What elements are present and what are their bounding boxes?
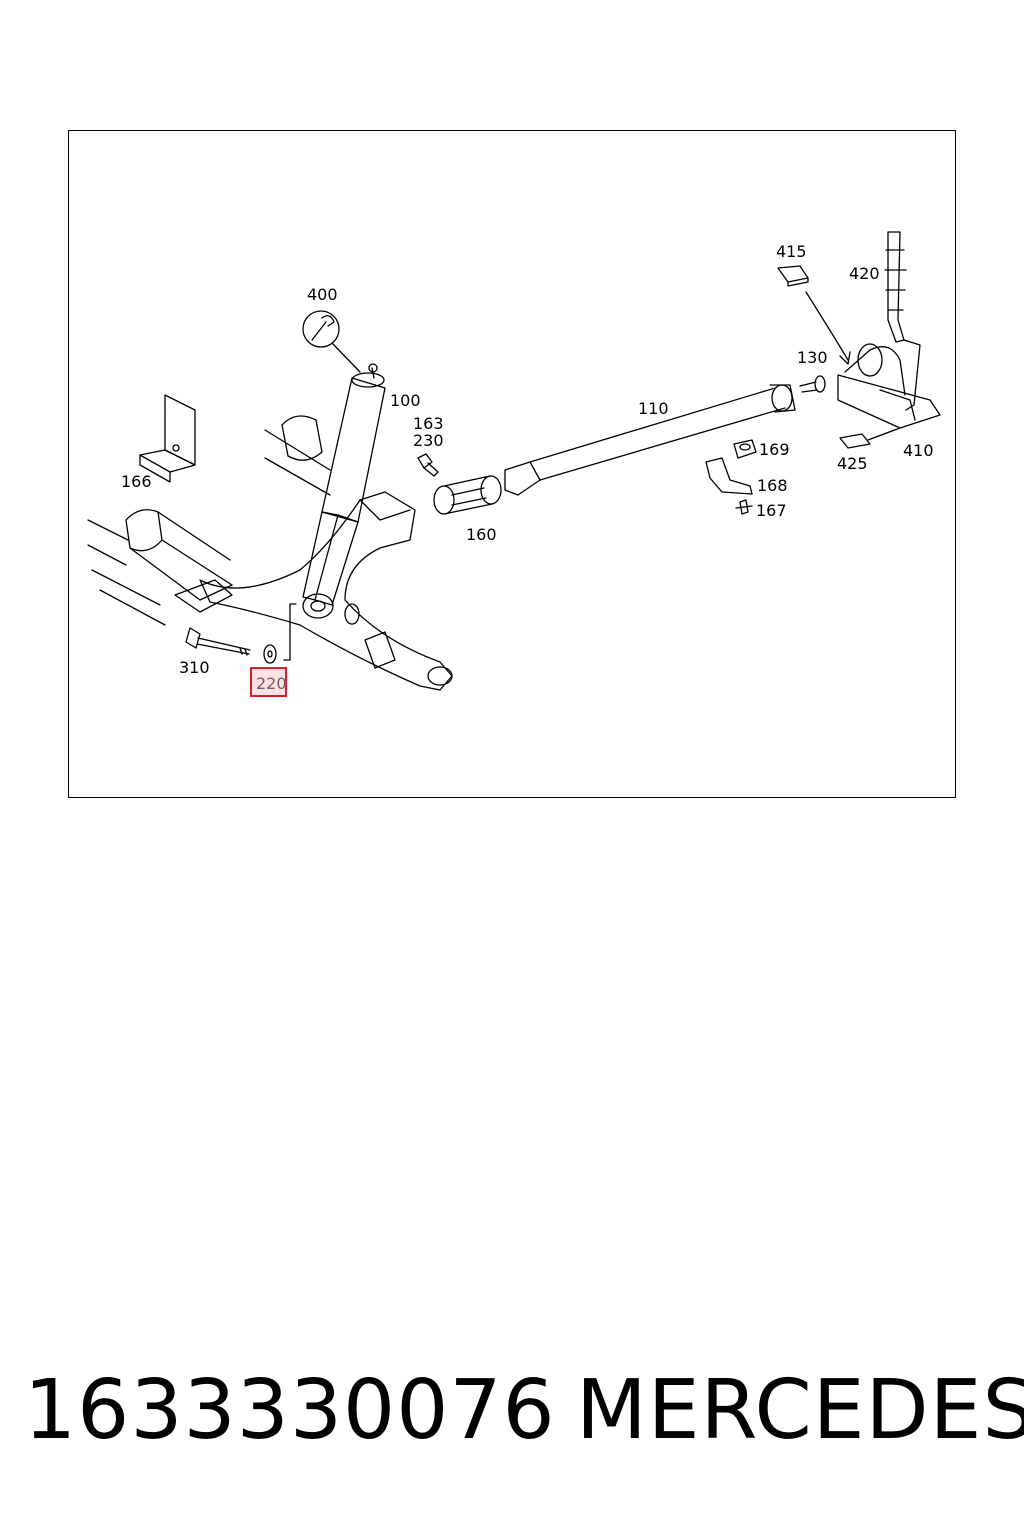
rivet-167	[735, 499, 753, 515]
washer-220	[263, 603, 297, 664]
bolt-130	[799, 375, 826, 393]
bolt-310	[185, 627, 251, 656]
wrench-symbol-400	[302, 310, 361, 373]
callout-400: 400	[307, 285, 338, 304]
callout-169: 169	[759, 440, 790, 459]
jack-spindle-420	[884, 231, 921, 411]
plate-425	[839, 427, 901, 449]
control-arm	[174, 491, 453, 691]
nut-169	[733, 439, 757, 459]
callout-110: 110	[638, 399, 669, 418]
callout-167: 167	[756, 501, 787, 520]
shock-absorber-100	[302, 363, 386, 619]
bolt-163	[417, 453, 439, 477]
callout-230: 230	[413, 431, 444, 450]
assembly-arrow	[805, 291, 851, 365]
callout-130: 130	[797, 348, 828, 367]
callout-166: 166	[121, 472, 152, 491]
callout-220-highlighted[interactable]: 220	[250, 667, 287, 697]
bushing-160	[433, 475, 502, 515]
bracket-166	[139, 394, 196, 483]
callout-310: 310	[179, 658, 210, 677]
brand-name: MERCEDES	[576, 1363, 1024, 1458]
callout-100: 100	[390, 391, 421, 410]
callout-410: 410	[903, 441, 934, 460]
pad-415	[777, 265, 809, 287]
clip-168	[705, 457, 753, 495]
support-410	[837, 343, 941, 429]
callout-163: 163	[413, 414, 444, 433]
callout-160: 160	[466, 525, 497, 544]
callout-420: 420	[849, 264, 880, 283]
callout-168: 168	[757, 476, 788, 495]
torsion-bar-110	[504, 384, 796, 496]
callout-425: 425	[837, 454, 868, 473]
diagram-frame	[68, 130, 956, 798]
frame-rails	[87, 415, 331, 626]
callout-415: 415	[776, 242, 807, 261]
part-number: 1633330076	[24, 1363, 556, 1458]
